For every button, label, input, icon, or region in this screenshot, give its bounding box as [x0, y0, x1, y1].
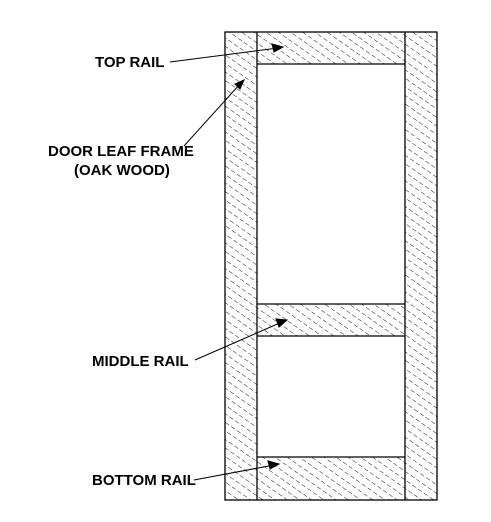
bottom-rail-leader	[193, 460, 281, 481]
top-rail-leader	[169, 43, 285, 63]
bottom-rail-label: BOTTOM RAIL	[92, 472, 196, 489]
middle-rail-leader	[194, 318, 289, 361]
leader-lines	[169, 43, 289, 481]
right-stile	[405, 32, 437, 500]
bottom-rail	[257, 457, 405, 500]
frame-outline	[224, 31, 438, 501]
middle-rail-label: MIDDLE RAIL	[92, 353, 189, 370]
left-stile	[225, 32, 257, 500]
frame-leader	[183, 79, 245, 147]
frame-label-line1: DOOR LEAF FRAME	[48, 143, 194, 160]
top-rail-label: TOP RAIL	[95, 54, 164, 71]
frame-label-line2: (OAK WOOD)	[74, 162, 170, 179]
